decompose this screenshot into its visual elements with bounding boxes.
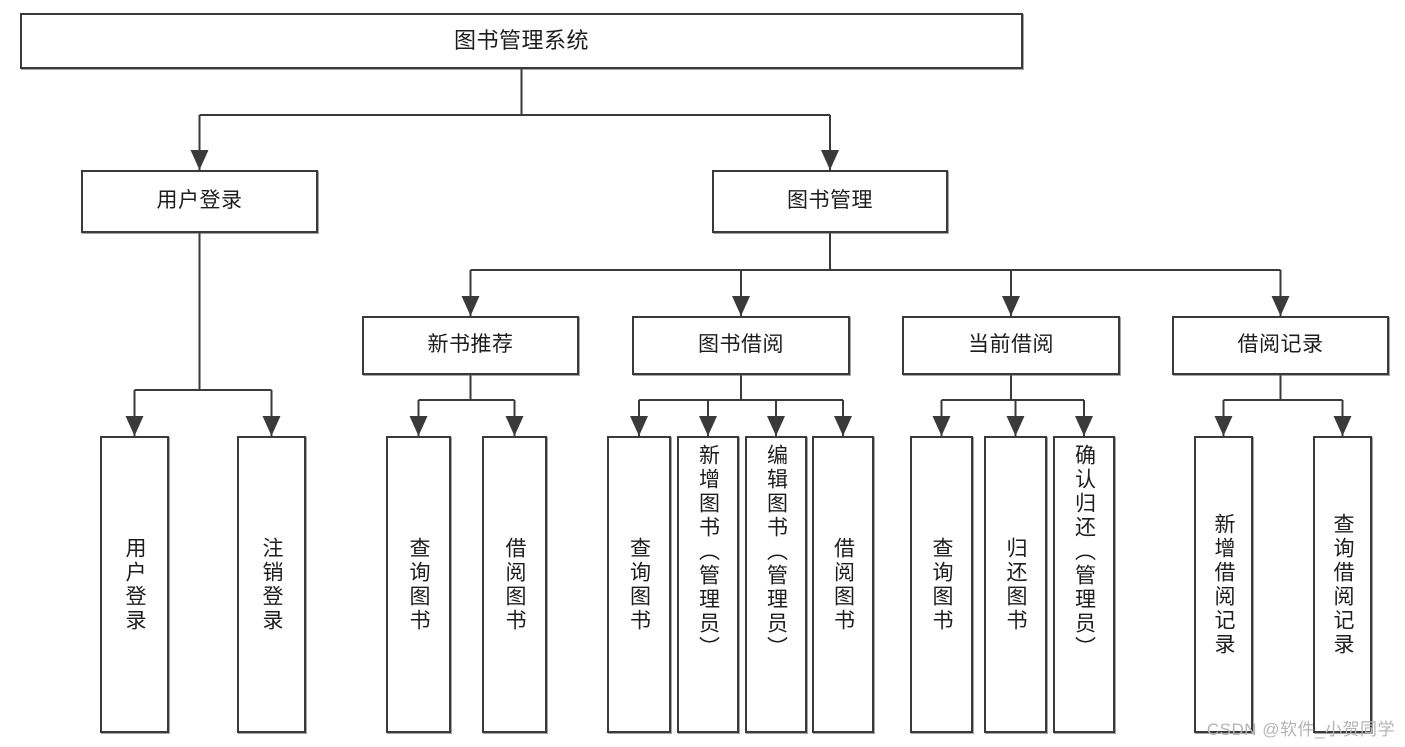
node-leaf-return: 归还图书 — [984, 436, 1047, 733]
node-root: 图书管理系统 — [20, 13, 1023, 69]
node-label: 查询图书 — [930, 536, 953, 633]
arrowhead — [190, 150, 209, 170]
node-leaf-add: 新增图书（管理员） — [677, 436, 739, 733]
arrowhead — [505, 416, 524, 436]
node-label: 用户登录 — [156, 189, 243, 213]
node-leaf-query2: 查询图书 — [607, 436, 671, 733]
node-label: 当前借阅 — [968, 333, 1054, 357]
node-leaf-borrow2: 借阅图书 — [812, 436, 874, 733]
node-record: 借阅记录 — [1172, 316, 1389, 375]
arrowhead — [262, 416, 281, 436]
arrowhead — [834, 416, 852, 436]
node-newbook: 新书推荐 — [362, 316, 579, 375]
node-leaf-login: 用户登录 — [100, 436, 169, 733]
node-label: 借阅图书 — [503, 536, 526, 633]
arrowhead — [767, 416, 785, 436]
node-login: 用户登录 — [81, 170, 318, 233]
arrowhead — [1271, 296, 1290, 316]
node-leaf-confirm: 确认归还（管理员） — [1053, 436, 1115, 733]
arrowhead — [732, 296, 750, 316]
node-leaf-addrec: 新增借阅记录 — [1194, 436, 1253, 733]
node-borrow: 图书借阅 — [632, 316, 850, 375]
node-leaf-queryrec: 查询借阅记录 — [1313, 436, 1372, 733]
arrowhead — [461, 296, 480, 316]
node-label: 新增借阅记录 — [1212, 512, 1235, 657]
node-label: 用户登录 — [123, 536, 146, 633]
node-bookmgmt: 图书管理 — [712, 170, 948, 233]
node-label: 查询图书 — [627, 536, 651, 633]
arrowhead — [821, 150, 839, 170]
arrowhead — [125, 416, 144, 436]
node-label: 借阅记录 — [1237, 333, 1324, 357]
node-label: 归还图书 — [1004, 536, 1027, 633]
arrowhead — [1075, 416, 1093, 436]
arrowhead — [699, 416, 717, 436]
node-leaf-edit: 编辑图书（管理员） — [745, 436, 807, 733]
node-leaf-query3: 查询图书 — [910, 436, 973, 733]
watermark-text: CSDN @软件_小贺同学 — [1206, 720, 1395, 739]
node-label: 图书管理 — [787, 189, 873, 213]
node-label: 图书管理系统 — [453, 28, 589, 54]
node-label: 借阅图书 — [831, 536, 855, 633]
node-leaf-logout: 注销登录 — [237, 436, 306, 733]
node-leaf-borrow1: 借阅图书 — [482, 436, 547, 733]
node-label: 新增图书（管理员） — [696, 444, 720, 660]
arrowhead — [1333, 416, 1352, 436]
arrowhead — [1006, 416, 1025, 436]
node-current: 当前借阅 — [902, 316, 1120, 375]
node-label: 图书借阅 — [698, 333, 784, 357]
node-label: 查询图书 — [407, 536, 430, 633]
arrowhead — [1214, 416, 1233, 436]
arrowhead — [630, 416, 648, 436]
arrowhead — [1002, 296, 1020, 316]
arrowhead — [409, 416, 428, 436]
node-label: 新书推荐 — [427, 333, 514, 357]
node-label: 查询借阅记录 — [1331, 512, 1354, 657]
arrowhead — [932, 416, 951, 436]
node-label: 编辑图书（管理员） — [764, 444, 788, 660]
node-label: 注销登录 — [260, 536, 283, 633]
node-label: 确认归还（管理员） — [1072, 444, 1096, 660]
node-leaf-query1: 查询图书 — [386, 436, 451, 733]
